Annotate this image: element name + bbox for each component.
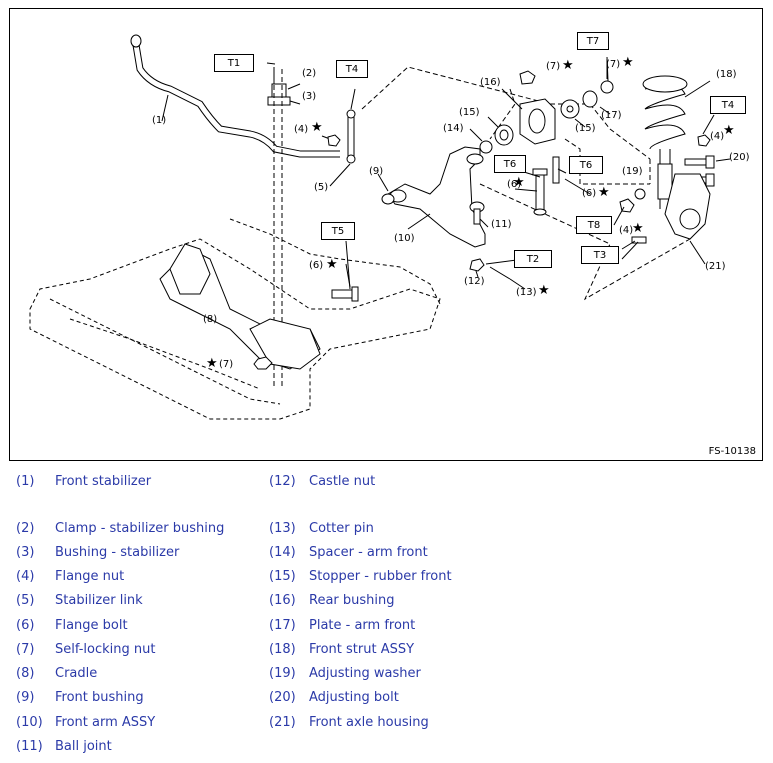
- legend-text: Stabilizer link: [55, 593, 143, 608]
- callout-21: (21): [705, 261, 726, 272]
- star-icon: ★: [723, 123, 735, 138]
- legend-text: Rear bushing: [309, 593, 395, 608]
- callout-16: (16): [480, 77, 501, 88]
- callout-7: (7): [606, 59, 621, 70]
- callout-2: (2): [302, 68, 317, 79]
- cradle-outline: [29, 238, 441, 420]
- legend-number: (11): [16, 739, 43, 754]
- legend-number: (2): [16, 521, 35, 536]
- legend-text: Spacer - arm front: [309, 545, 428, 560]
- star-icon: ★: [206, 356, 218, 371]
- legend-number: (7): [16, 642, 35, 657]
- callout-7: (7): [546, 61, 561, 72]
- legend-text: Adjusting washer: [309, 666, 421, 681]
- legend-number: (13): [269, 521, 296, 536]
- legend-number: (9): [16, 690, 35, 705]
- legend-number: (17): [269, 618, 296, 633]
- callout-15: (15): [575, 123, 596, 134]
- callout-4: (4): [710, 131, 725, 142]
- legend-text: Self-locking nut: [55, 642, 156, 657]
- star-icon: ★: [598, 185, 610, 200]
- callout-7: (7): [219, 359, 234, 370]
- torque-tag-t6: T6: [569, 156, 603, 174]
- legend-text: Flange nut: [55, 569, 125, 584]
- torque-tag-t5: T5: [321, 222, 355, 240]
- legend-number: (6): [16, 618, 35, 633]
- callout-6: (6): [582, 188, 597, 199]
- legend-number: (12): [269, 474, 296, 489]
- torque-tag-t8: T8: [576, 216, 612, 234]
- callout-20: (20): [729, 152, 750, 163]
- callout-12: (12): [464, 276, 485, 287]
- legend-number: (15): [269, 569, 296, 584]
- figure-id: FS-10138: [708, 446, 756, 457]
- star-icon: ★: [632, 221, 644, 236]
- callout-11: (11): [491, 219, 512, 230]
- callout-14: (14): [443, 123, 464, 134]
- torque-tag-t1: T1: [214, 54, 254, 72]
- callout-4: (4): [619, 225, 634, 236]
- strut-spring: [644, 84, 686, 150]
- legend-text: Castle nut: [309, 474, 376, 489]
- star-icon: ★: [562, 58, 574, 73]
- parts-legend: (1) Front stabilizer (2) Clamp - stabilizer…: [0, 470, 773, 760]
- torque-tag-t3: T3: [581, 246, 619, 264]
- legend-text: Cotter pin: [309, 521, 374, 536]
- star-icon: ★: [622, 55, 634, 70]
- legend-number: (10): [16, 715, 43, 730]
- legend-number: (1): [16, 474, 35, 489]
- legend-number: (4): [16, 569, 35, 584]
- callout-10: (10): [394, 233, 415, 244]
- callout-13: (13): [516, 287, 537, 298]
- torque-tag-t2: T2: [514, 250, 552, 268]
- callout-15: (15): [459, 107, 480, 118]
- legend-text: Ball joint: [55, 739, 112, 754]
- legend-number: (19): [269, 666, 296, 681]
- callout-1: (1): [152, 115, 167, 126]
- callout-17: (17): [601, 110, 622, 121]
- callout-9: (9): [369, 166, 384, 177]
- front-arm: [387, 146, 486, 248]
- callout-6: (6): [309, 260, 324, 271]
- torque-tag-t6: T6: [494, 155, 526, 173]
- legend-text: Stopper - rubber front: [309, 569, 452, 584]
- legend-number: (18): [269, 642, 296, 657]
- torque-tag-t7: T7: [577, 32, 609, 50]
- legend-text: Cradle: [55, 666, 98, 681]
- exploded-diagram: T1 T4 T7 T4 T6 T6 T8 T3 T5 T2 (1) (2) (3…: [9, 8, 763, 461]
- legend-text: Bushing - stabilizer: [55, 545, 180, 560]
- legend-text: Plate - arm front: [309, 618, 416, 633]
- legend-number: (16): [269, 593, 296, 608]
- legend-text: Front axle housing: [309, 715, 429, 730]
- legend-number: (21): [269, 715, 296, 730]
- callout-8: (8): [203, 314, 218, 325]
- callout-5: (5): [314, 182, 329, 193]
- torque-tag-t4: T4: [710, 96, 746, 114]
- legend-text: Front bushing: [55, 690, 144, 705]
- legend-text: Clamp - stabilizer bushing: [55, 521, 225, 536]
- star-icon: ★: [311, 120, 323, 135]
- star-icon: ★: [326, 257, 338, 272]
- torque-tag-t4: T4: [336, 60, 368, 78]
- legend-number: (14): [269, 545, 296, 560]
- callout-19: (19): [622, 166, 643, 177]
- callout-6: (6): [507, 179, 522, 190]
- legend-number: (8): [16, 666, 35, 681]
- diagram-drawing: [29, 34, 731, 420]
- legend-text: Front strut ASSY: [309, 642, 415, 657]
- star-icon: ★: [513, 175, 525, 190]
- callout-3: (3): [302, 91, 317, 102]
- legend-text: Front arm ASSY: [55, 715, 156, 730]
- callout-18: (18): [716, 69, 737, 80]
- legend-text: Flange bolt: [55, 618, 128, 633]
- star-icon: ★: [538, 283, 550, 298]
- legend-number: (20): [269, 690, 296, 705]
- legend-text: Adjusting bolt: [309, 690, 399, 705]
- legend-text: Front stabilizer: [55, 474, 152, 489]
- legend-number: (5): [16, 593, 35, 608]
- legend-number: (3): [16, 545, 35, 560]
- callout-4: (4): [294, 124, 309, 135]
